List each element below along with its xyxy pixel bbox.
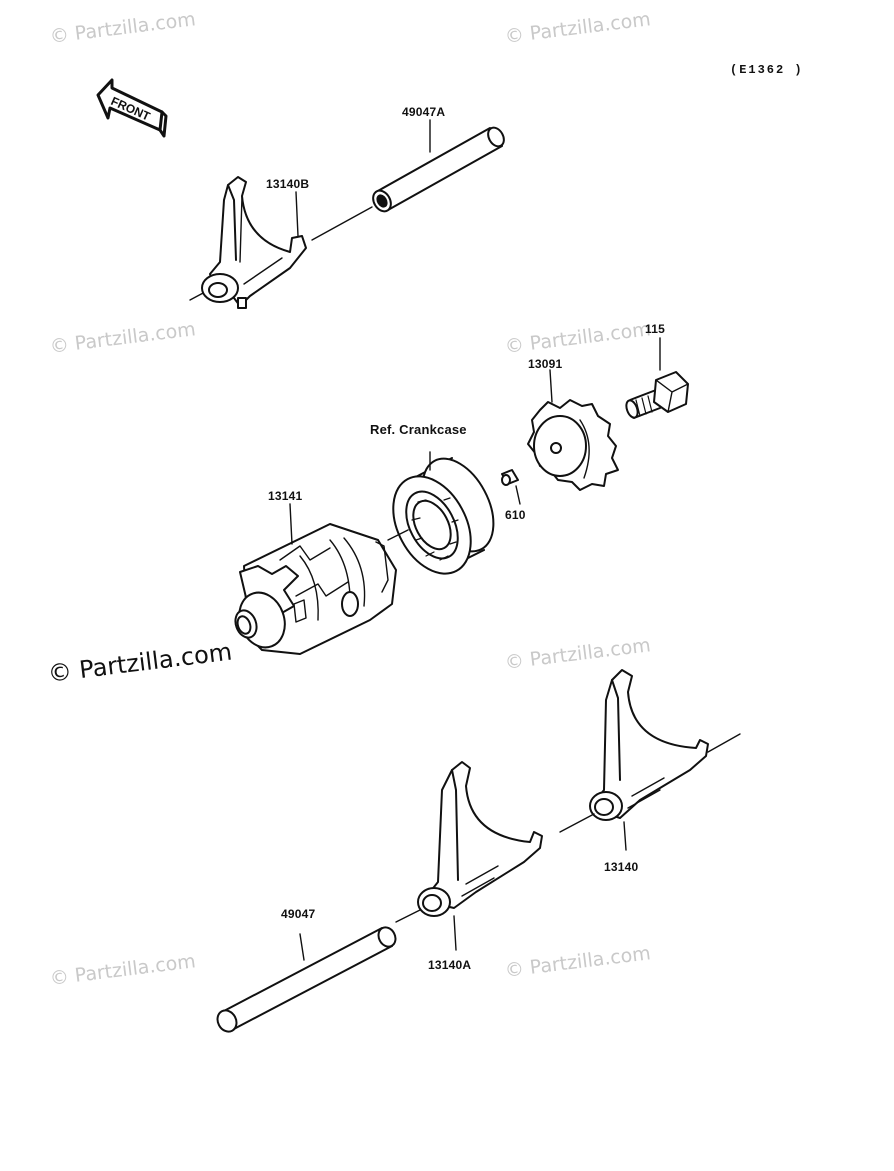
label-13141: 13141 <box>268 489 303 503</box>
label-13140a: 13140A <box>428 958 472 972</box>
shift-fork-13140b <box>201 176 307 309</box>
label-ref-crankcase: Ref. Crankcase <box>370 422 467 437</box>
label-13091: 13091 <box>528 357 563 371</box>
shift-drum-stopper-13091 <box>527 399 619 491</box>
bolt-115 <box>625 371 689 419</box>
shift-fork-13140a <box>395 761 543 951</box>
front-arrow-icon: FRONT <box>96 78 168 138</box>
label-13140b: 13140B <box>266 177 310 191</box>
pin-610 <box>501 469 521 505</box>
bearing-ref-crankcase <box>387 451 495 575</box>
shift-drum-13141 <box>234 523 397 655</box>
label-610: 610 <box>505 508 526 522</box>
shift-rod-49047 <box>216 926 397 1033</box>
label-115: 115 <box>645 322 665 336</box>
shift-rod-49047a <box>189 126 505 301</box>
label-49047: 49047 <box>281 907 316 921</box>
diagram-code: (E1362 ) <box>730 63 804 77</box>
label-13140: 13140 <box>604 860 639 874</box>
shift-fork-13140 <box>559 669 741 851</box>
label-49047a: 49047A <box>402 105 446 119</box>
